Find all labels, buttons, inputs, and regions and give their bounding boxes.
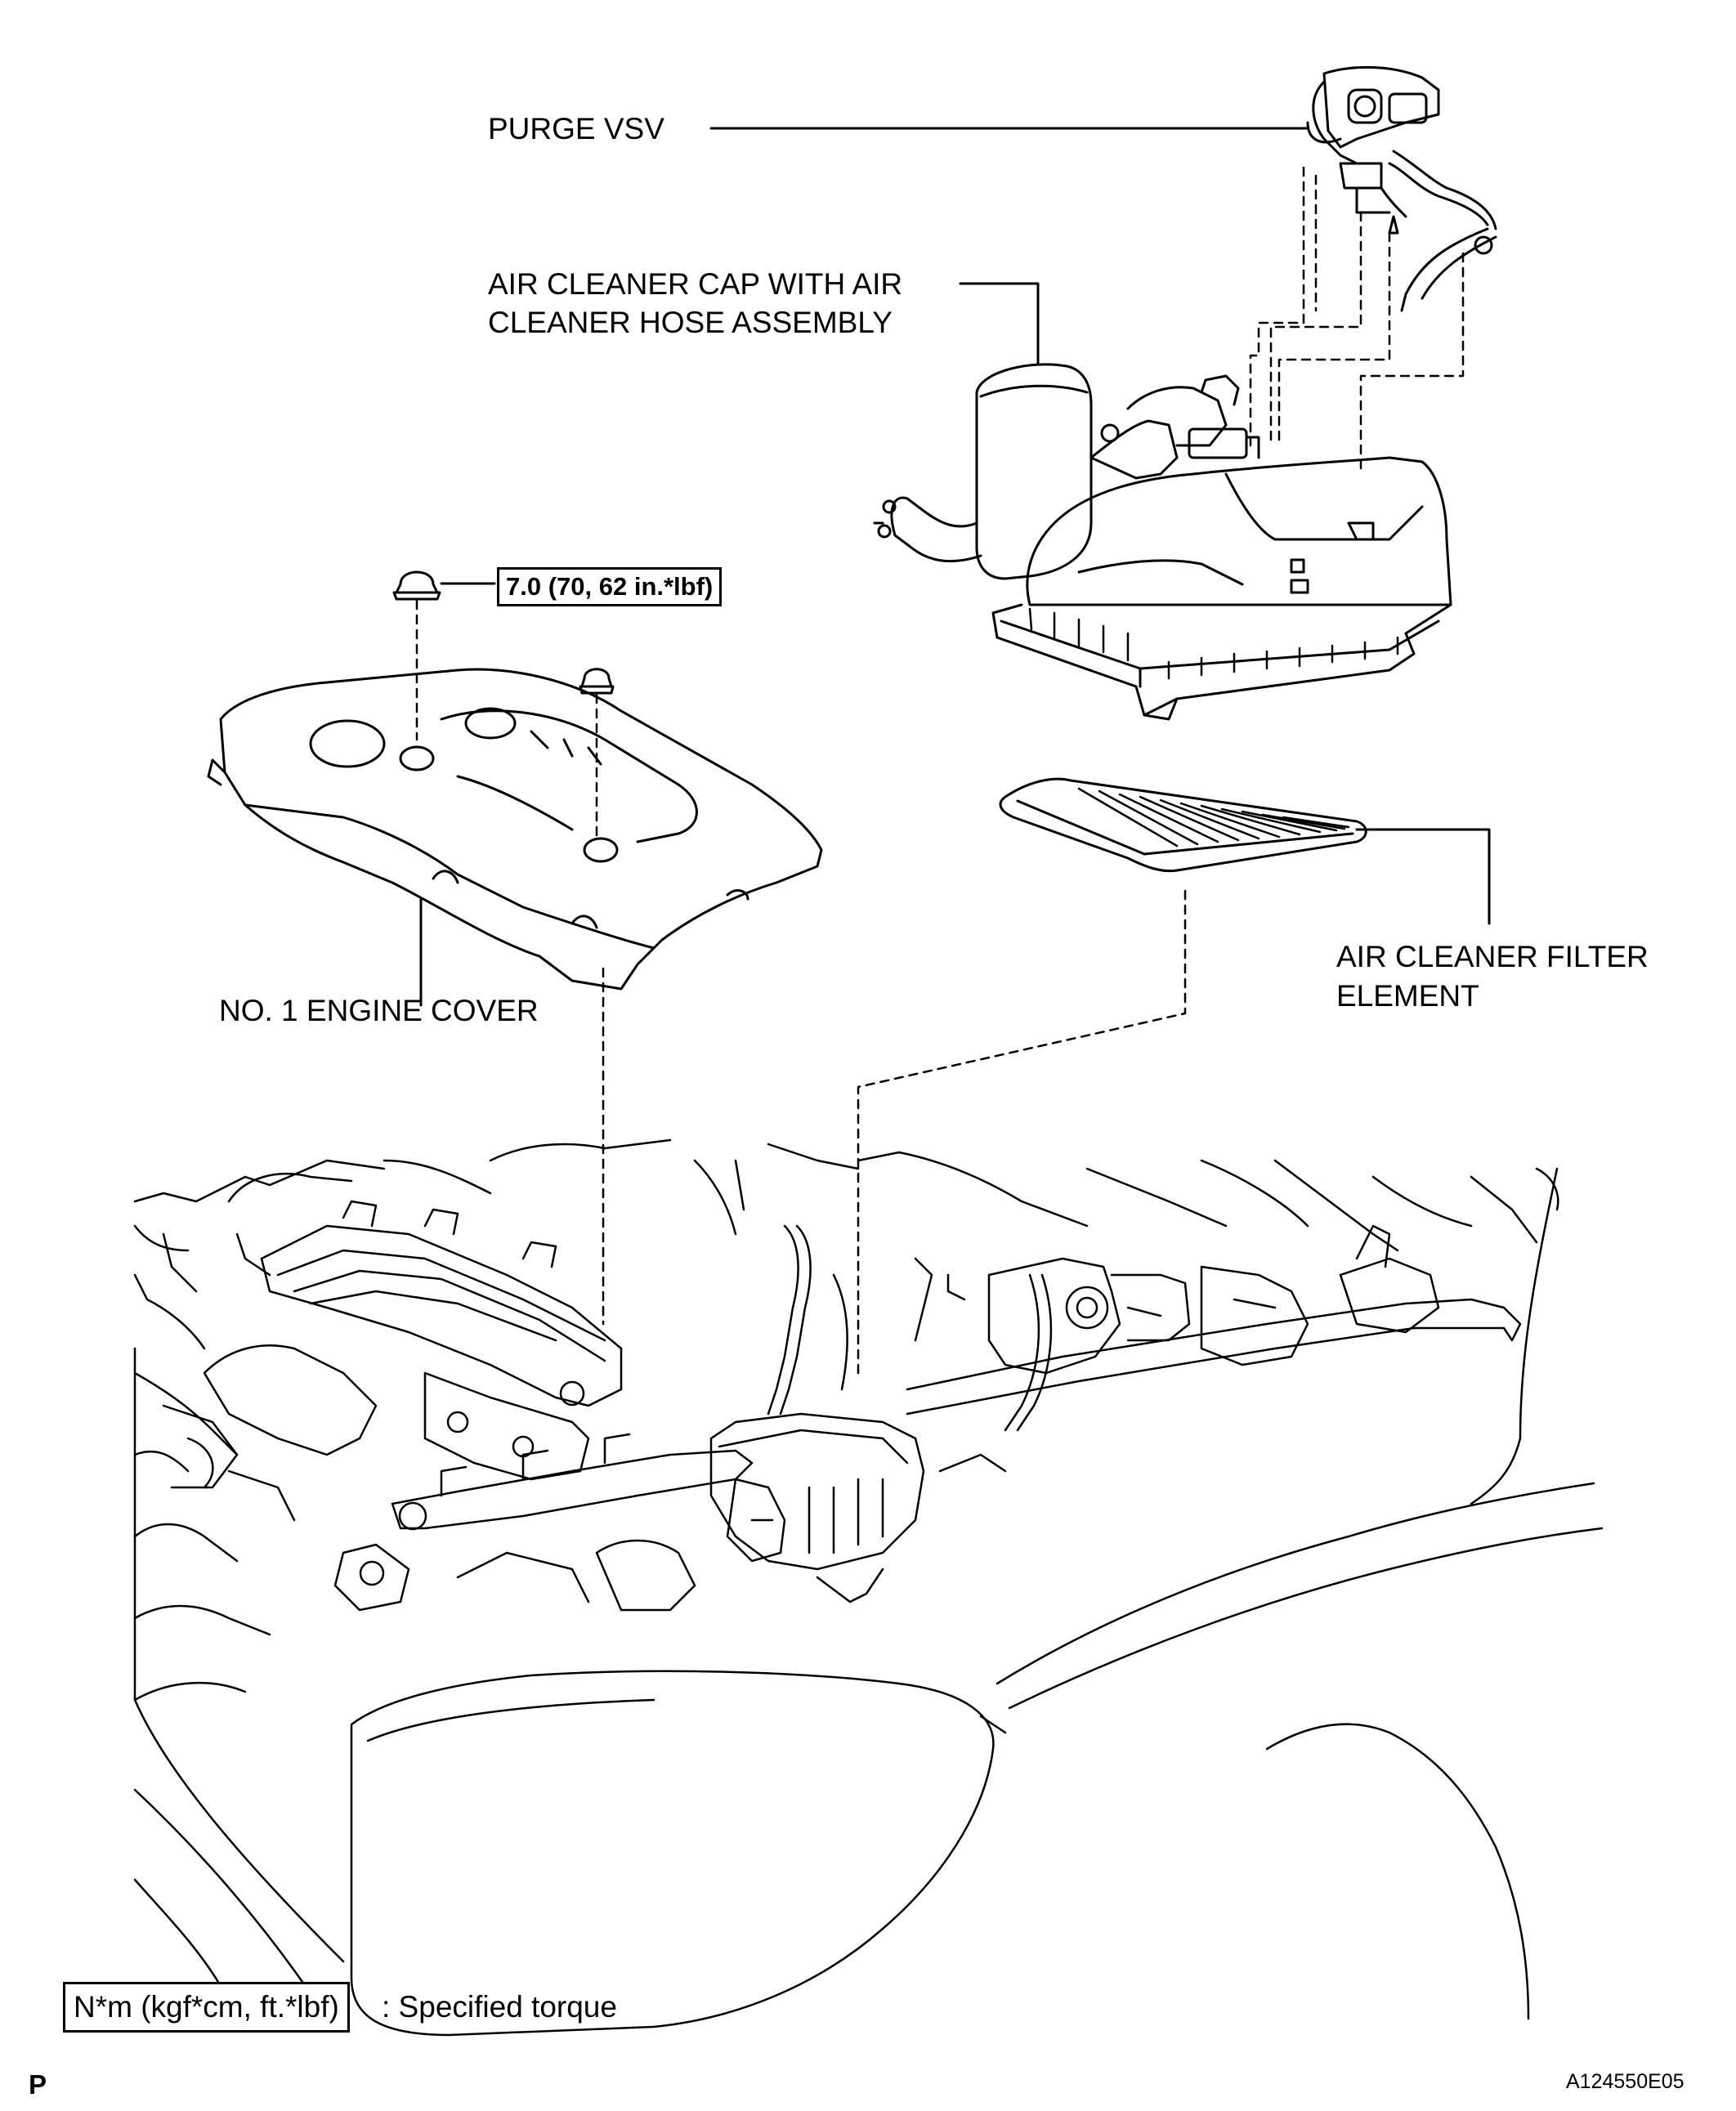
figure-id: A124550E05 (1566, 2070, 1685, 2093)
engine-cover-part (207, 668, 823, 991)
torque-unit-legend-description: : Specified torque (382, 1990, 617, 2024)
air-cleaner-cap-label-line2: CLEANER HOSE ASSEMBLY (488, 306, 893, 339)
torque-spec-box: 7.0 (70, 62 in.*lbf) (497, 567, 723, 606)
air-cleaner-cap-part (873, 363, 1452, 721)
engine-bay-illustration (133, 1138, 1604, 2037)
footer-left-code: P (29, 2069, 47, 2100)
engine-cover-connection-lines (415, 599, 1187, 1375)
engine-cover-label: NO. 1 ENGINE COVER (219, 994, 539, 1027)
engine-cover-nuts (392, 570, 615, 695)
torque-unit-legend-box: N*m (kgf*cm, ft.*lbf) (63, 1982, 350, 2033)
label-leader-lines (419, 127, 1491, 1007)
air-filter-element-part (999, 777, 1367, 873)
air-filter-label-line1: AIR CLEANER FILTER (1336, 940, 1649, 973)
purge-vsv-part (1306, 65, 1497, 312)
air-filter-label-line2: ELEMENT (1336, 979, 1479, 1013)
purge-vsv-connection-lines (1249, 166, 1465, 476)
air-cleaner-cap-label-line1: AIR CLEANER CAP WITH AIR (488, 267, 903, 301)
purge-vsv-label: PURGE VSV (488, 112, 664, 145)
